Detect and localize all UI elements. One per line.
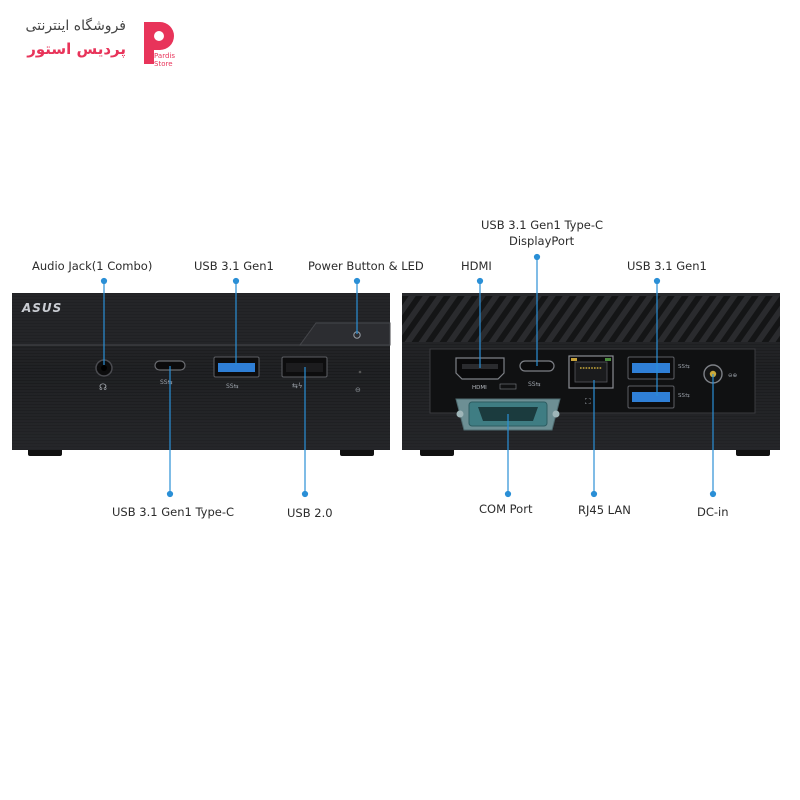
network-icon: ⛶ <box>584 397 591 406</box>
label-com-port: COM Port <box>479 502 533 516</box>
asus-logo: ASUS <box>21 301 62 315</box>
headset-icon: ☊ <box>99 383 107 393</box>
label-audio-jack: Audio Jack(1 Combo) <box>32 259 153 273</box>
ss-usb-icon: SS⇆ <box>226 383 239 390</box>
label-usb-c-dp-line1: USB 3.1 Gen1 Type-C <box>481 218 604 232</box>
label-rj45: RJ45 LAN <box>578 503 631 517</box>
dc-polarity-icon: ⊖⊕ <box>728 373 737 379</box>
ss-usb-icon: SS⇆ <box>678 364 690 370</box>
power-button <box>299 322 391 346</box>
store-watermark: فروشگاه اینترنتی پردیس استور Pardis Stor… <box>14 18 184 68</box>
label-front-usb-c: USB 3.1 Gen1 Type-C <box>112 505 235 519</box>
vent-grille <box>402 296 780 342</box>
label-hdmi: HDMI <box>461 259 492 273</box>
dp-icon <box>499 383 517 390</box>
label-usb-c-dp-line2: DisplayPort <box>509 234 575 248</box>
store-name-line2: پردیس استور <box>27 40 126 58</box>
label-dc-in: DC-in <box>697 505 729 519</box>
store-name-line1: فروشگاه اینترنتی <box>25 18 126 34</box>
rear-unit: HDMI SS⇆ ⛶ SS⇆ SS⇆ ⊖⊕ <box>402 293 780 456</box>
disk-icon: ⊖ <box>355 386 361 394</box>
store-logo: Pardis Store <box>144 22 175 68</box>
label-power-button: Power Button & LED <box>308 259 424 273</box>
ss-usb-icon: SS⇆ <box>528 381 541 388</box>
svg-text:Pardis: Pardis <box>154 52 175 60</box>
label-front-usb31: USB 3.1 Gen1 <box>194 259 274 273</box>
label-usb20: USB 2.0 <box>287 506 333 520</box>
usb-charge-icon: ⇆ϟ <box>292 382 302 390</box>
svg-text:Store: Store <box>154 60 173 68</box>
status-led <box>358 370 362 374</box>
ss-usb-icon: SS⇆ <box>678 393 690 399</box>
hdmi-printed-label: HDMI <box>472 385 487 391</box>
callout-lines <box>100 253 717 498</box>
front-unit: ASUS ☊ SS⇆ SS⇆ ⇆ϟ ⊖ <box>12 293 391 456</box>
ss-usb-icon: SS⇆ <box>160 379 173 386</box>
label-rear-usb31: USB 3.1 Gen1 <box>627 259 707 273</box>
